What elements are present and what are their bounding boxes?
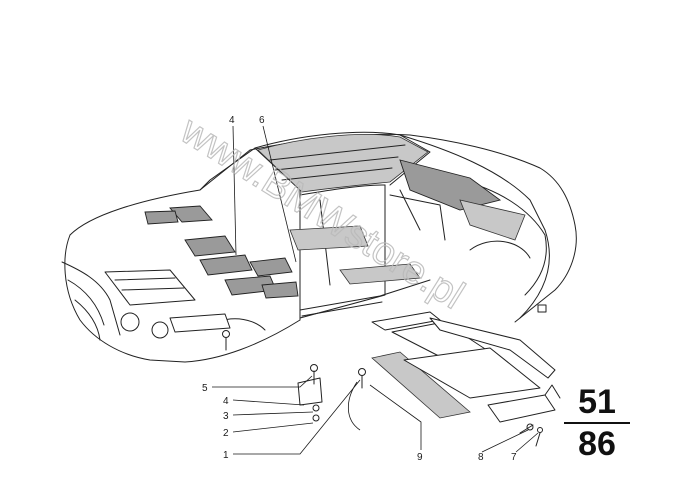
car-body-outline xyxy=(61,131,577,363)
callout-6-top: 6 xyxy=(259,115,265,126)
callout-labels: 4 6 5 4 3 2 1 9 8 7 xyxy=(202,115,517,463)
callout-1: 1 xyxy=(223,450,229,461)
callout-4: 4 xyxy=(223,396,229,407)
insulation-mats xyxy=(104,134,526,333)
callout-4-top: 4 xyxy=(229,115,235,126)
exploded-floor-parts xyxy=(371,304,561,423)
callout-8: 8 xyxy=(478,452,484,463)
group-code: 51 86 xyxy=(560,384,634,462)
group-code-divider xyxy=(564,422,630,424)
fasteners xyxy=(222,330,543,447)
group-code-main: 51 xyxy=(578,383,616,421)
group-code-sub: 86 xyxy=(578,425,616,463)
leader-lines xyxy=(212,125,539,455)
callout-7: 7 xyxy=(511,452,517,463)
callout-9: 9 xyxy=(417,452,423,463)
callout-3: 3 xyxy=(223,411,229,422)
callout-2: 2 xyxy=(223,428,229,439)
callout-5: 5 xyxy=(202,383,208,394)
